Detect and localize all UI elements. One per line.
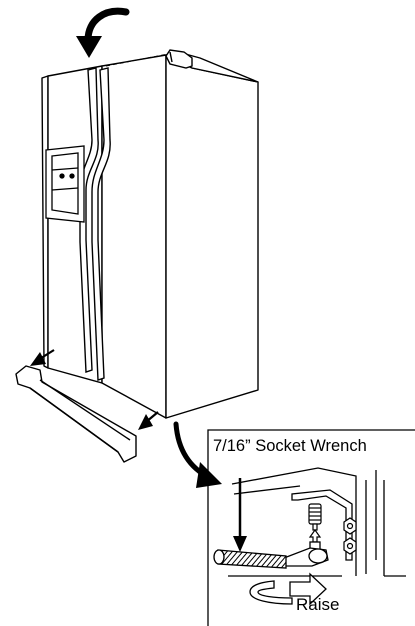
detail-hex-nuts [343,517,357,555]
hinge-alignment-dashed-line [105,53,169,67]
grille-removal-arrow-left-icon [30,349,55,366]
freezer-door-handle [79,67,99,373]
detail-leveling-screw [308,503,322,531]
refrigerator-side-panel [41,75,49,369]
raise-rotation-arrow-icon [249,572,327,606]
top-hinge-cover [165,49,193,69]
top-curved-arrow-icon [76,7,130,58]
refrigerator-right-side [165,54,259,419]
detail-inset-frame [207,429,415,626]
detail-up-arrow-icon [308,528,322,543]
base-grille [15,365,137,463]
wrench-pointer-arrow-icon [233,478,247,552]
fresh-food-door-handle [91,67,111,381]
detail-socket-wrench [213,541,329,569]
grille-removal-arrow-right-icon [138,411,159,430]
detail-curved-arrow-icon [173,421,222,488]
wrench-label: 7/16” Socket Wrench [213,437,367,455]
dispenser [45,145,85,223]
raise-label: Raise [296,595,339,614]
fresh-food-door [101,54,167,419]
refrigerator [41,51,259,419]
detail-leveling-bracket [291,489,353,561]
